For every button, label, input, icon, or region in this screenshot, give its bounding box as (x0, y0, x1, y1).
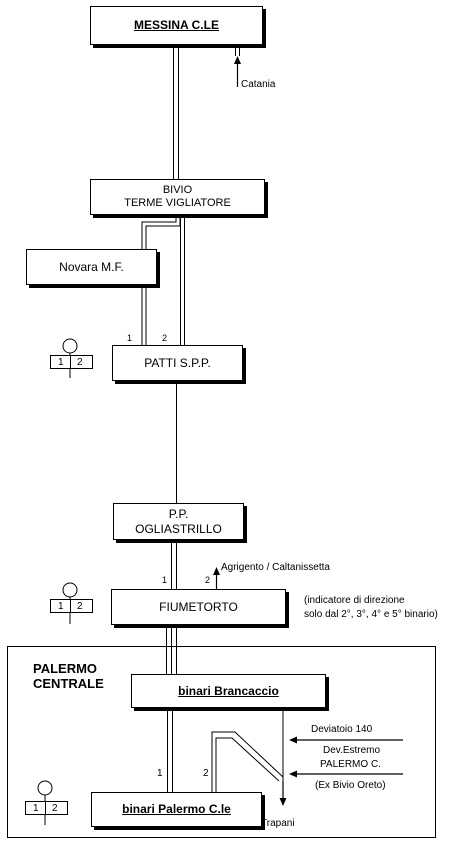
station-ogliastrillo-label-1: P.P. (168, 507, 189, 522)
track-bivio-patti (141, 214, 185, 345)
palermo-centrale-title-2: CENTRALE (33, 676, 104, 691)
signal-palermo-number-2: 2 (52, 803, 58, 814)
track-messina-bivio (173, 45, 179, 180)
deviatoio-arrow (289, 736, 403, 744)
dev-estremo-label-1: Dev.Estremo (323, 745, 381, 756)
station-messina-label: MESSINA C.LE (134, 18, 219, 33)
station-bivio-terme-vigliatore: BIVIO TERME VIGLIATORE (90, 179, 265, 215)
station-bivio-label-1: BIVIO (162, 183, 193, 196)
track-catania (235, 45, 240, 56)
station-palermo-cle-label: binari Palermo C.le (122, 802, 231, 817)
station-fiumetorto-label: FIUMETORTO (159, 599, 238, 614)
track-number-1-palermo: 1 (157, 768, 163, 779)
station-patti-label: PATTI S.P.P. (144, 355, 211, 370)
station-patti: PATTI S.P.P. (112, 345, 243, 381)
signal-fiumetorto-number-1: 1 (58, 601, 64, 612)
station-bivio-label-2: TERME VIGLIATORE (124, 197, 231, 209)
dev-estremo-label-3: (Ex Bivio Oreto) (315, 780, 386, 791)
signal-patti-number-1: 1 (58, 357, 64, 368)
signal-patti-number-2: 2 (77, 357, 83, 368)
track-number-1-fiumetorto: 1 (162, 575, 168, 585)
station-fiumetorto: FIUMETORTO (111, 589, 286, 625)
catania-label: Catania (241, 79, 276, 90)
trapani-label: Trapani (261, 818, 295, 829)
station-brancaccio: binari Brancaccio (131, 674, 326, 708)
track-number-2-patti: 2 (162, 333, 168, 343)
agrigento-label: Agrigento / Caltanissetta (221, 562, 330, 573)
palermo-centrale-title-1: PALERMO (33, 661, 98, 676)
indicator-note-2: solo dal 2°, 3°, 4° e 5° binario) (304, 609, 438, 620)
signal-fiumetorto-number-2: 2 (77, 601, 83, 612)
station-novara: Novara M.F. (26, 249, 157, 285)
palermo-centrale-area (7, 646, 436, 838)
dev-estremo-label-2: PALERMO C. (320, 759, 381, 770)
signal-symbol-patti (50, 338, 93, 378)
station-novara-label: Novara M.F. (59, 259, 124, 274)
signal-symbol-fiumetorto (50, 582, 93, 624)
station-ogliastrillo: P.P. OGLIASTRILLO (113, 503, 244, 540)
indicator-note-1: (indicatore di direzione (304, 595, 405, 606)
agrigento-arrow (213, 567, 220, 590)
track-brancaccio-palermo (167, 709, 284, 792)
station-brancaccio-label: binari Brancaccio (178, 683, 279, 698)
trapani-arrow (279, 781, 287, 806)
track-number-2-fiumetorto: 2 (205, 575, 211, 585)
station-ogliastrillo-label-2: OGLIASTRILLO (135, 521, 222, 536)
station-palermo-cle: binari Palermo C.le (91, 792, 262, 827)
signal-symbol-palermo (25, 780, 68, 825)
deviatoio-label: Deviatoio 140 (311, 724, 373, 735)
track-fiumetorto-brancaccio (166, 626, 177, 675)
dev-estremo-arrow (289, 770, 403, 778)
catania-arrow (234, 56, 241, 87)
station-messina: MESSINA C.LE (90, 6, 263, 45)
track-number-2-palermo: 2 (203, 768, 209, 779)
signal-palermo-number-1: 1 (33, 803, 39, 814)
track-number-1-patti: 1 (127, 333, 133, 343)
track-ogliastrillo-fiumetorto (171, 540, 177, 590)
